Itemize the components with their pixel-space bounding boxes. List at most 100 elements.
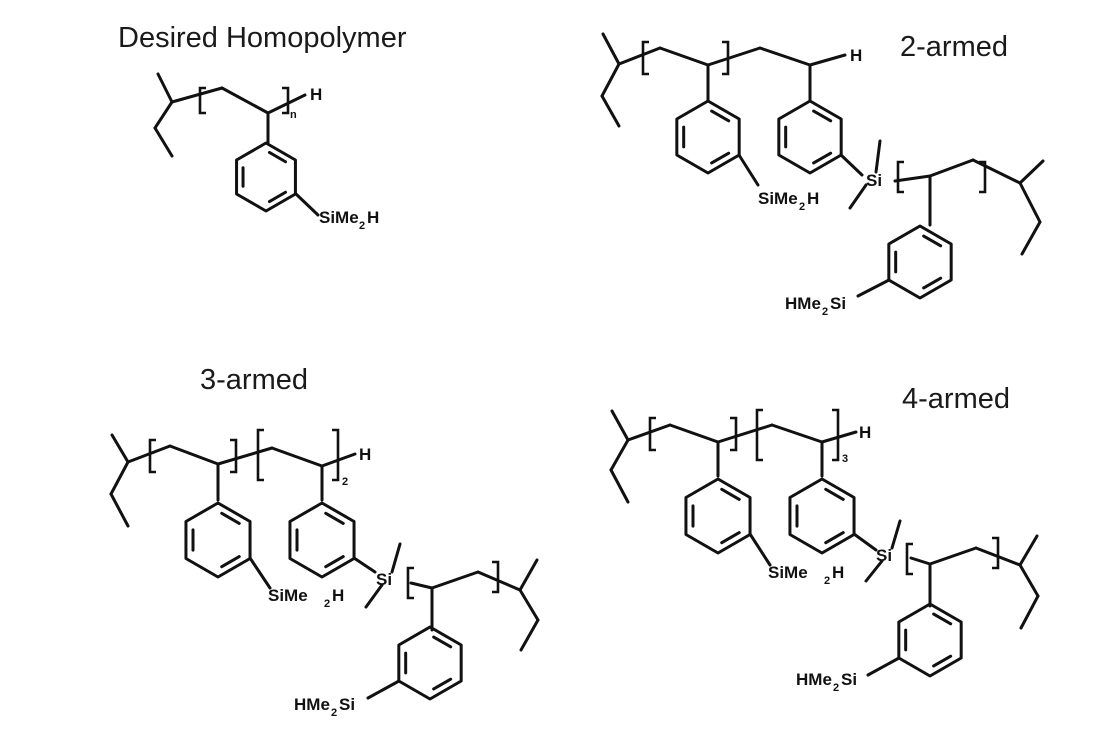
atom-label: Si (866, 171, 882, 190)
benzene-ring (788, 477, 856, 555)
benzene-ring (675, 99, 741, 175)
bond-line (874, 139, 882, 174)
bond-line (808, 53, 847, 67)
double-bond (720, 487, 741, 501)
double-bond (432, 635, 453, 649)
atom-label: 2 (342, 476, 348, 488)
double-bond (812, 151, 833, 165)
substituent-bond (839, 153, 864, 177)
atom-label: Si (841, 670, 857, 689)
double-bond (824, 531, 845, 545)
atom-label: 2 (331, 707, 337, 719)
bond-line (109, 492, 130, 528)
atom-label: SiMe (758, 189, 798, 208)
repeat-bracket (198, 86, 206, 115)
bond-line (909, 556, 932, 566)
substituent-bond (366, 679, 401, 700)
benzene-ring (777, 99, 843, 175)
bond-line (658, 46, 710, 67)
repeat-bracket (230, 438, 238, 474)
bond-line (668, 423, 720, 444)
substituent-bond (737, 153, 760, 187)
atom-label: 2 (359, 220, 365, 232)
bond-line (153, 100, 174, 130)
double-bond (710, 109, 731, 123)
atom-label: 2 (822, 306, 828, 318)
repeat-bracket (896, 160, 904, 194)
bond-line (609, 468, 630, 504)
bond-line (928, 158, 975, 178)
substituent-bond (856, 278, 891, 298)
bond-line (110, 433, 130, 464)
bond-line (706, 46, 762, 67)
repeat-bracket (979, 160, 987, 194)
bond-line (518, 588, 540, 622)
bond-line (617, 46, 662, 66)
atom-label: n (290, 109, 297, 121)
panel-title: 2-armed (900, 31, 1008, 63)
bond-line (266, 93, 307, 115)
bond-line (609, 438, 630, 472)
double-bond (324, 555, 345, 569)
benzene-ring (897, 602, 963, 678)
repeat-bracket (406, 566, 414, 600)
bond-line (610, 409, 630, 442)
bond-line (1018, 181, 1042, 224)
benzene-ring (887, 224, 953, 300)
double-bond (932, 612, 953, 626)
bond-line (890, 519, 902, 550)
double-bond (220, 555, 241, 569)
bond-line (928, 546, 978, 566)
benzene-ring (288, 501, 356, 579)
bond-line (971, 158, 1022, 185)
double-bond (922, 276, 943, 290)
bond-line (519, 618, 540, 652)
bond-line (156, 72, 174, 104)
double-bond (932, 654, 953, 668)
bond-line (390, 542, 402, 574)
atom-label: HMe (785, 294, 821, 313)
repeat-bracket (641, 40, 649, 76)
bond-line (716, 423, 774, 444)
panel-title: Desired Homopolymer (118, 22, 407, 54)
atom-label: H (367, 208, 379, 227)
atom-label: H (832, 563, 844, 582)
bond-line (1018, 563, 1040, 598)
repeat-bracket (282, 86, 290, 115)
double-bond (432, 677, 453, 691)
benzene-ring (397, 625, 463, 701)
bond-line (893, 174, 932, 183)
atom-label: H (807, 189, 819, 208)
substituent-bond (852, 532, 878, 552)
benzene-ring (684, 477, 752, 555)
bond-line (109, 460, 130, 496)
bond-line (1018, 534, 1039, 567)
bond-line (1019, 594, 1040, 630)
repeat-bracket (648, 416, 656, 452)
bond-line (220, 86, 270, 115)
double-bond (324, 511, 345, 525)
double-bond (720, 531, 741, 545)
atom-label: Si (376, 570, 392, 589)
bond-line (364, 583, 384, 609)
double-bond (922, 234, 943, 248)
repeat-bracket (755, 408, 763, 462)
bond-line (758, 46, 812, 67)
atom-label: 2 (799, 201, 805, 213)
atom-label: 2 (324, 598, 330, 610)
atom-label: Si (339, 695, 355, 714)
bond-line (848, 183, 868, 210)
bond-line (409, 581, 434, 590)
atom-label: SiMe (268, 586, 308, 605)
double-bond (267, 150, 288, 164)
bond-line (601, 32, 621, 66)
atom-label: 2 (833, 682, 839, 694)
repeat-bracket (332, 428, 340, 482)
atom-label: H (310, 85, 322, 104)
atom-label: H (359, 445, 371, 464)
panel-title: 3-armed (200, 364, 308, 396)
double-bond (267, 190, 288, 204)
